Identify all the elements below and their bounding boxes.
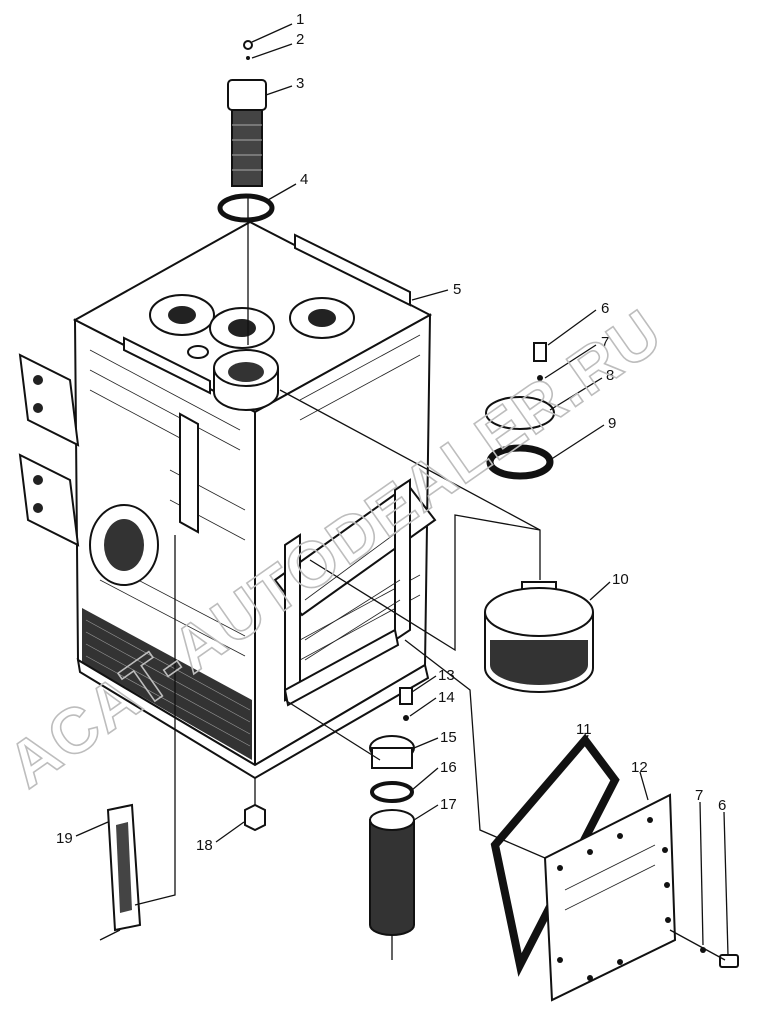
callout-6-top: 6 [601, 300, 609, 317]
callout-13: 13 [438, 667, 455, 684]
callout-7-bottom: 7 [695, 787, 703, 804]
callout-2: 2 [296, 31, 304, 48]
callout-5: 5 [453, 281, 461, 298]
callout-4: 4 [300, 171, 308, 188]
gasket [490, 733, 620, 977]
callout-18: 18 [196, 837, 213, 854]
leader-lines [75, 23, 729, 961]
callout-7-top: 7 [601, 334, 609, 351]
callout-1: 1 [296, 11, 304, 28]
callout-labels: 1 2 3 4 5 6 7 8 9 10 11 12 7 6 13 14 15 … [56, 11, 726, 854]
callout-10: 10 [612, 571, 629, 588]
suction-filter [484, 581, 594, 693]
sight-gauge [106, 803, 142, 932]
callout-17: 17 [440, 796, 457, 813]
side-frame [273, 478, 437, 707]
callout-16: 16 [440, 759, 457, 776]
callout-9: 9 [608, 415, 616, 432]
callout-12: 12 [631, 759, 648, 776]
callout-8: 8 [606, 367, 614, 384]
callout-14: 14 [438, 689, 455, 706]
mounting-brackets [18, 353, 80, 547]
breather-strainer [217, 40, 275, 223]
drain-plug [244, 803, 266, 832]
cover-assembly [485, 342, 555, 480]
callout-11: 11 [576, 721, 592, 738]
callout-19: 19 [56, 830, 73, 847]
callout-15: 15 [440, 729, 457, 746]
drain-filter-assembly [369, 687, 415, 936]
side-cover-plate [543, 793, 677, 1002]
callout-3: 3 [296, 75, 304, 92]
callout-6-bottom: 6 [718, 797, 726, 814]
